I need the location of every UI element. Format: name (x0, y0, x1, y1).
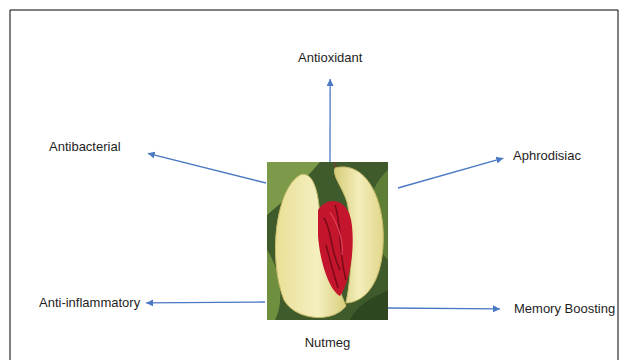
arrow-connector (329, 79, 330, 162)
property-label: Anti-inflammatory (37, 294, 142, 312)
caption-text: Nutmeg (305, 335, 351, 353)
label-text: Anti-inflammatory (39, 295, 140, 311)
frame (10, 10, 618, 360)
arrow-connector (398, 158, 503, 188)
property-label: Antibacterial (47, 138, 123, 156)
label-text: Aphrodisiac (513, 148, 581, 164)
label-text: Antioxidant (298, 50, 362, 66)
label-text: Memory Boosting (514, 301, 615, 317)
property-label: Memory Boosting (512, 300, 617, 318)
arrow-connector (388, 307, 500, 309)
label-text: Antibacterial (49, 139, 121, 155)
arrow-connector (148, 153, 266, 183)
property-label: Aphrodisiac (511, 147, 583, 165)
property-label: Antioxidant (296, 49, 364, 67)
nutmeg-node: Nutmeg (267, 162, 388, 353)
arrow-connector (146, 301, 265, 303)
nutmeg-photo (267, 162, 388, 320)
